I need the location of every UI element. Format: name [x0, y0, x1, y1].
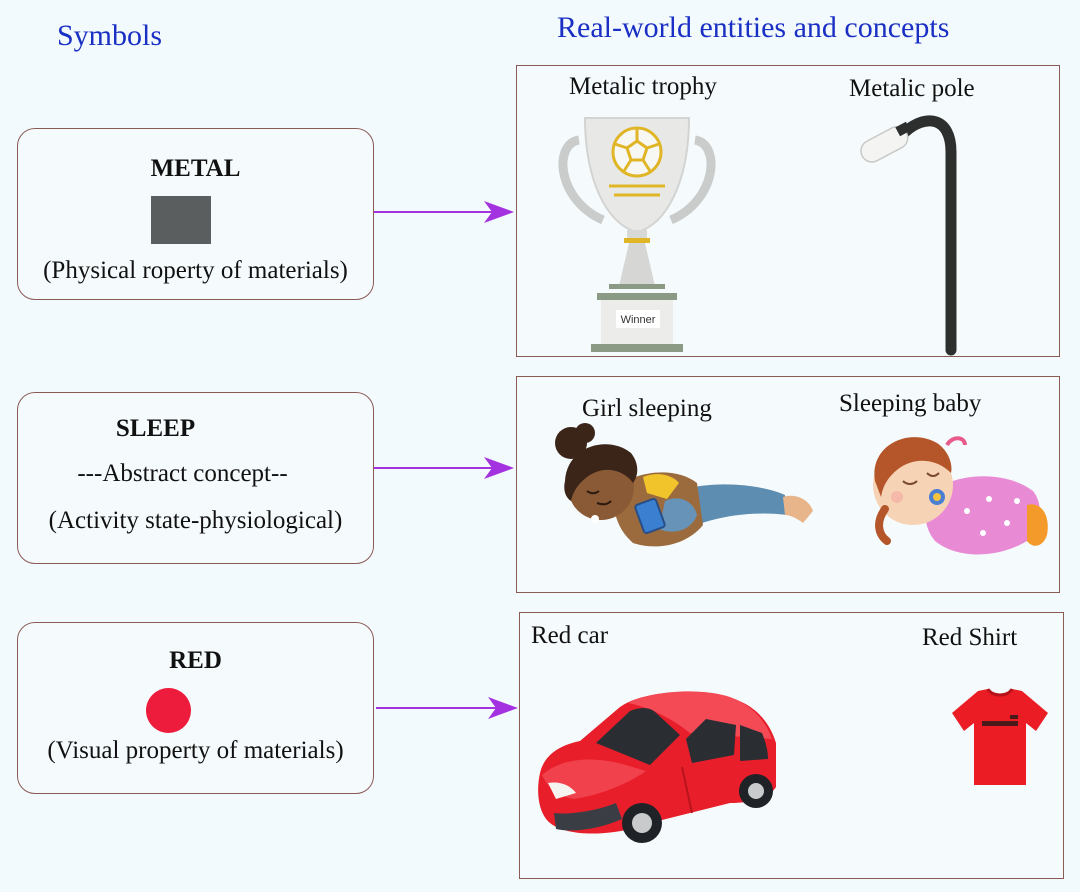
red-car-icon	[538, 691, 776, 843]
symbol-box-red: RED (Visual property of materials)	[17, 622, 374, 794]
symbol-title: SLEEP	[115, 415, 196, 442]
arrow-metal	[374, 201, 514, 223]
symbol-title: METAL	[150, 155, 241, 182]
arrow-red	[376, 697, 518, 719]
entity-box-metal: Metalic trophy Metalic pole Winner	[516, 65, 1060, 357]
entity-label-red-shirt: Red Shirt	[922, 624, 1018, 651]
real-world-heading: Real-world entities and concepts	[557, 11, 950, 44]
red-swatch	[146, 688, 191, 733]
symbol-description: (Visual property of materials)	[47, 737, 344, 764]
street-pole-icon	[860, 115, 957, 356]
trophy-icon: Winner	[558, 117, 716, 352]
arrow-sleep	[374, 457, 514, 479]
entity-label-trophy: Metalic trophy	[569, 73, 717, 100]
metal-swatch	[151, 196, 211, 244]
entity-box-red: Red car Red Shirt	[519, 612, 1064, 879]
symbol-box-metal: METAL (Physical roperty of materials)	[17, 128, 374, 300]
entity-label-girl-sleeping: Girl sleeping	[582, 395, 712, 422]
entity-label-pole: Metalic pole	[849, 75, 975, 102]
girl-sleeping-icon	[555, 423, 813, 547]
symbol-description: (Physical roperty of materials)	[43, 257, 348, 284]
symbol-description: ---Abstract concept--	[77, 460, 288, 487]
entity-label-red-car: Red car	[531, 622, 609, 649]
sleeping-baby-icon	[873, 436, 1048, 555]
symbol-title: RED	[169, 647, 222, 674]
symbols-heading: Symbols	[57, 19, 163, 52]
trophy-plaque-text: Winner	[621, 314, 656, 326]
entity-label-sleeping-baby: Sleeping baby	[839, 390, 982, 417]
red-shirt-icon	[952, 688, 1048, 785]
entity-box-sleep: Girl sleeping Sleeping baby	[516, 376, 1060, 593]
symbol-box-sleep: SLEEP ---Abstract concept-- (Activity st…	[17, 392, 374, 564]
symbol-description-2: (Activity state-physiological)	[48, 507, 343, 534]
